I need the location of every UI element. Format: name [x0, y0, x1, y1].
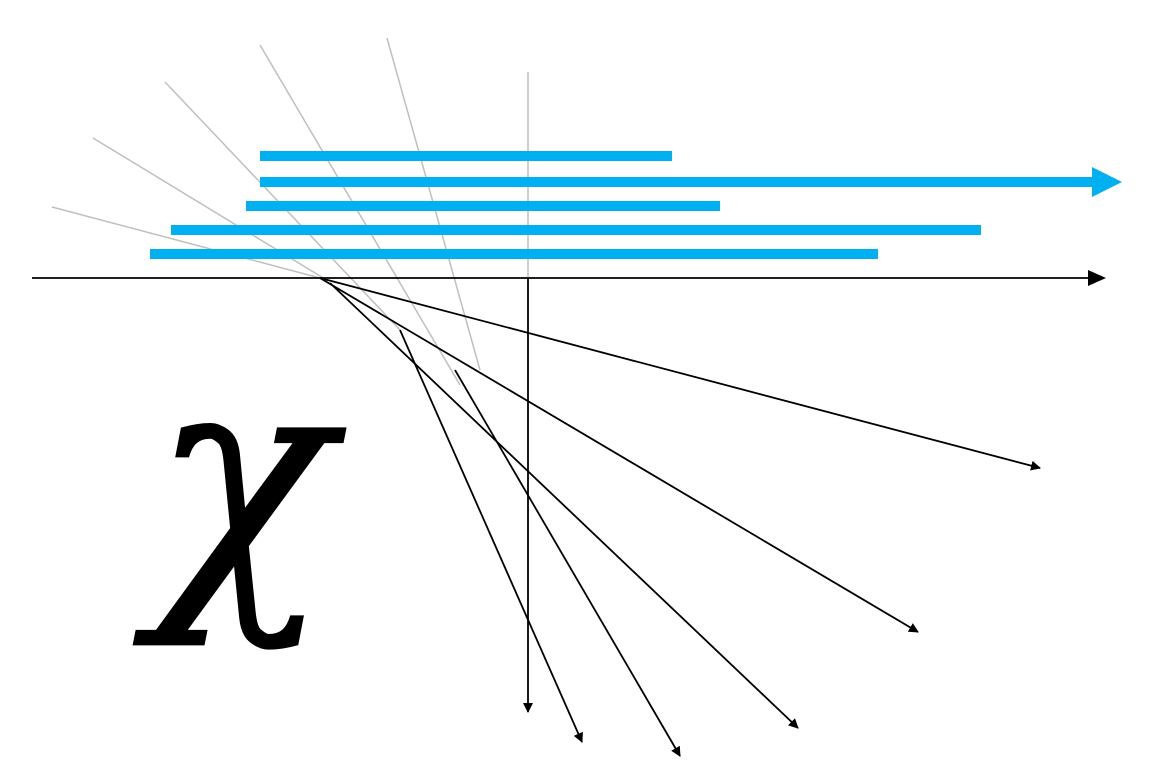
refracted-ray-3: [319, 277, 919, 633]
refracted-ray-4: [329, 282, 799, 729]
incident-line-1: [51, 206, 321, 279]
chi-symbol: χ: [150, 305, 332, 654]
refracted-ray-2: [319, 277, 1041, 471]
refracted-rays: [319, 277, 1041, 757]
horizontal-axis-arrowhead-icon: [1088, 270, 1106, 286]
refracted-ray-6: [454, 369, 681, 757]
incident-line-4: [259, 44, 461, 386]
blue-arrowhead-icon: [1092, 167, 1122, 197]
blue-bars: [150, 151, 1122, 259]
refracted-ray-5: [399, 329, 583, 743]
axes: [32, 270, 1106, 286]
